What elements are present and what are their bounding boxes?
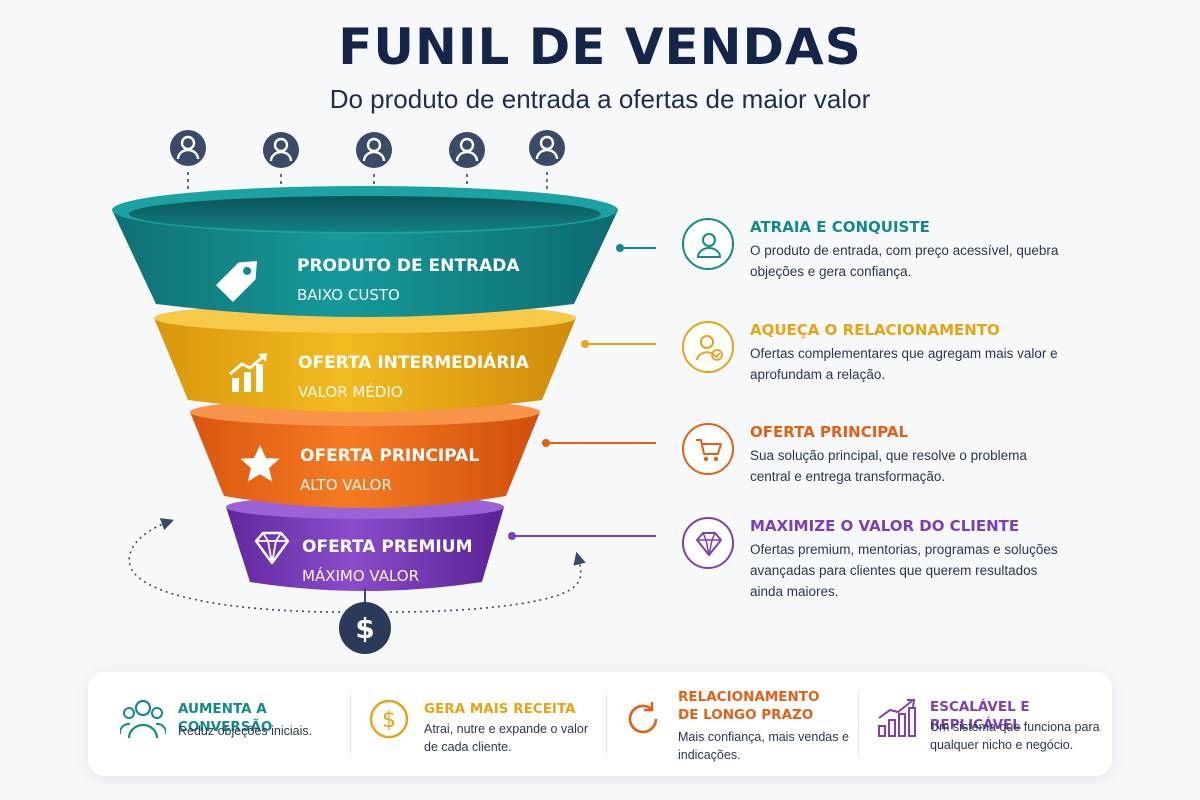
user-icon xyxy=(682,218,734,270)
tier-label-intermediaria: OFERTA INTERMEDIÁRIA VALOR MÉDIO xyxy=(298,353,529,401)
divider xyxy=(350,692,351,756)
diamond-icon xyxy=(682,517,734,569)
benefit-relacionamento: RELACIONAMENTO DE LONGO PRAZO Mais confi… xyxy=(622,672,862,776)
benefit-description: Um sistema que funciona para qualquer ni… xyxy=(930,720,1100,752)
tier-subtitle: MÁXIMO VALOR xyxy=(302,567,420,585)
cart-icon xyxy=(682,423,734,475)
benefit-conversao: AUMENTA A CONVERSÃO Reduz objeções inici… xyxy=(120,672,350,776)
funnel-diagram: $ xyxy=(112,130,656,654)
benefit-description: Reduz objeções iniciais. xyxy=(178,724,313,738)
tier-title: OFERTA PRINCIPAL xyxy=(300,446,480,466)
tier-subtitle: BAIXO CUSTO xyxy=(297,286,400,304)
benefit-escalavel: ESCALÁVEL E REPLICÁVEL Um sistema que fu… xyxy=(876,672,1106,776)
refresh-icon xyxy=(628,702,658,734)
stage-title: ATRAIA E CONQUISTE xyxy=(750,218,930,236)
growth-chart-icon xyxy=(229,353,267,392)
dollar-icon: $ xyxy=(339,588,391,654)
page-subtitle: Do produto de entrada a ofertas de maior… xyxy=(329,84,871,114)
stage-title: MAXIMIZE O VALOR DO CLIENTE xyxy=(750,517,1020,535)
tier-subtitle: VALOR MÉDIO xyxy=(298,383,403,401)
svg-text:$: $ xyxy=(355,612,374,645)
connector-lines xyxy=(508,244,656,540)
page-title: FUNIL DE VENDAS xyxy=(338,18,862,76)
user-icon xyxy=(449,132,485,168)
visitor-group xyxy=(170,130,565,229)
tier-title: OFERTA INTERMEDIÁRIA xyxy=(298,353,529,373)
user-check-icon xyxy=(682,321,734,373)
benefit-description: Mais confiança, mais vendas e indicações… xyxy=(678,730,849,762)
benefit-receita: $ GERA MAIS RECEITA Atrai, nutre e expan… xyxy=(368,672,608,776)
stage-description: Ofertas premium, mentorias, programas e … xyxy=(750,542,1058,599)
tier-title: OFERTA PREMIUM xyxy=(302,537,473,557)
tier-label-premium: OFERTA PREMIUM MÁXIMO VALOR xyxy=(302,537,472,585)
benefit-description: Atrai, nutre e expande o valor de cada c… xyxy=(424,722,588,754)
price-tag-icon xyxy=(215,261,257,303)
divider xyxy=(606,692,607,756)
benefit-title: ESCALÁVEL E REPLICÁVEL xyxy=(930,699,1030,733)
user-icon xyxy=(356,132,392,168)
benefit-title: AUMENTA A CONVERSÃO xyxy=(178,701,273,735)
benefits-card: AUMENTA A CONVERSÃO Reduz objeções inici… xyxy=(88,672,1112,776)
tier-subtitle: ALTO VALOR xyxy=(300,476,392,494)
bar-growth-icon xyxy=(878,699,916,737)
diamond-icon xyxy=(254,531,290,565)
tier-label-principal: OFERTA PRINCIPAL ALTO VALOR xyxy=(300,446,479,494)
stage-description: O produto de entrada, com preço acessíve… xyxy=(750,243,1059,279)
stage-title: AQUEÇA O RELACIONAMENTO xyxy=(750,321,1000,339)
user-icon xyxy=(263,132,299,168)
user-icon xyxy=(529,130,565,166)
user-icon xyxy=(170,130,206,166)
stage-description: Sua solução principal, que resolve o pro… xyxy=(750,448,1027,484)
benefit-title: GERA MAIS RECEITA xyxy=(424,701,576,717)
stage-title: OFERTA PRINCIPAL xyxy=(750,423,909,441)
star-icon xyxy=(240,445,280,482)
stage-description: Ofertas complementares que agregam mais … xyxy=(750,346,1058,382)
svg-text:$: $ xyxy=(382,708,396,733)
dollar-circle-icon: $ xyxy=(369,699,409,739)
benefit-title: RELACIONAMENTO DE LONGO PRAZO xyxy=(678,689,820,723)
tier-title: PRODUTO DE ENTRADA xyxy=(297,256,520,276)
people-icon xyxy=(120,699,166,739)
tier-label-entrada: PRODUTO DE ENTRADA BAIXO CUSTO xyxy=(297,256,519,304)
divider xyxy=(858,692,859,756)
